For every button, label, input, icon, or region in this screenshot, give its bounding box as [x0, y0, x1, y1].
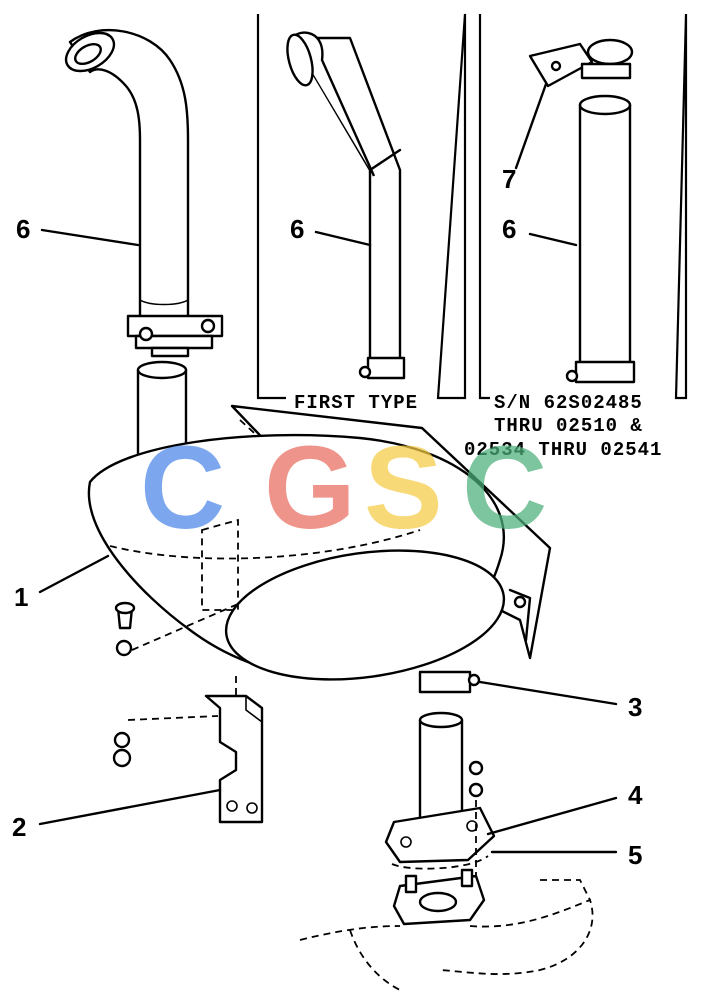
- callout-6-first-type: 6: [290, 214, 304, 244]
- leader-lines: [38, 82, 618, 854]
- callout-7: 7: [502, 164, 516, 194]
- callout-3: 3: [628, 692, 642, 722]
- callout-4: 4: [628, 780, 643, 810]
- callout-6-serial: 6: [502, 214, 516, 244]
- callout-1: 1: [14, 582, 28, 612]
- serial-caption-line-1: S/N 62S02485: [494, 392, 643, 414]
- exhaust-flange-pipe: [384, 711, 496, 890]
- watermark-letter-1: C: [140, 422, 225, 554]
- watermark-letter-2: G: [264, 422, 356, 554]
- serial-caption-line-3: 02534 THRU 02541: [464, 439, 662, 461]
- callout-2: 2: [12, 812, 26, 842]
- mounting-bolt-set: [114, 601, 239, 657]
- mounting-bracket: [112, 676, 264, 824]
- callout-5: 5: [628, 840, 642, 870]
- watermark: C G S C: [140, 422, 547, 554]
- first-type-stack: [286, 31, 406, 380]
- callout-6-main: 6: [16, 214, 30, 244]
- watermark-letter-3: S: [364, 422, 443, 554]
- inset-serial-range: [478, 13, 688, 400]
- serial-caption-line-2: THRU 02510 &: [494, 415, 643, 437]
- exhaust-manifold: [299, 868, 594, 991]
- exhaust-stack-curved: [64, 29, 224, 358]
- muffler: [87, 433, 506, 694]
- first-type-caption: FIRST TYPE: [294, 392, 418, 414]
- watermark-letter-4: C: [462, 422, 547, 554]
- inset-first-type: [256, 13, 467, 400]
- straight-stack-with-cap: [528, 38, 636, 384]
